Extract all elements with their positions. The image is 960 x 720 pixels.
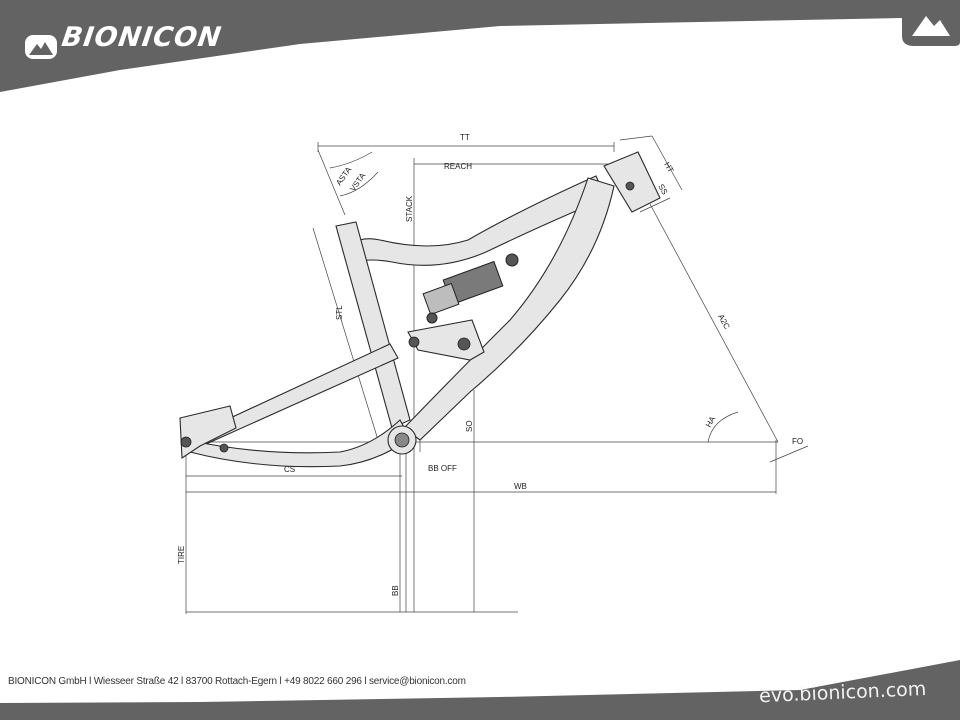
footer-contact: BIONICON GmbH l Wiesseer Straße 42 l 837… [8, 676, 466, 687]
header-band [0, 0, 960, 92]
label-reach: REACH [444, 162, 472, 171]
label-a2c: A2C [716, 313, 731, 331]
dimension-lines [185, 135, 809, 614]
corner-mountain-icon [902, 0, 960, 46]
label-fo: FO [792, 437, 803, 446]
bike-frame [179, 151, 661, 468]
label-wb: WB [514, 482, 527, 491]
rear-shock [422, 253, 519, 324]
label-stl: STL [335, 305, 344, 320]
logo-mountain-icon [25, 35, 57, 59]
label-ha: HA [704, 414, 718, 429]
label-stack: STACK [405, 195, 414, 222]
pivot-points [180, 181, 635, 453]
label-ht: HT [662, 161, 675, 175]
footer-band [0, 660, 960, 720]
label-bb: BB [391, 585, 400, 596]
label-tt: TT [460, 133, 470, 142]
label-cs: CS [284, 465, 295, 474]
label-tire: TIRE [177, 546, 186, 564]
label-vsta: VSTA [348, 171, 367, 193]
label-bb-off: BB OFF [428, 464, 457, 473]
label-so: SO [465, 420, 474, 432]
